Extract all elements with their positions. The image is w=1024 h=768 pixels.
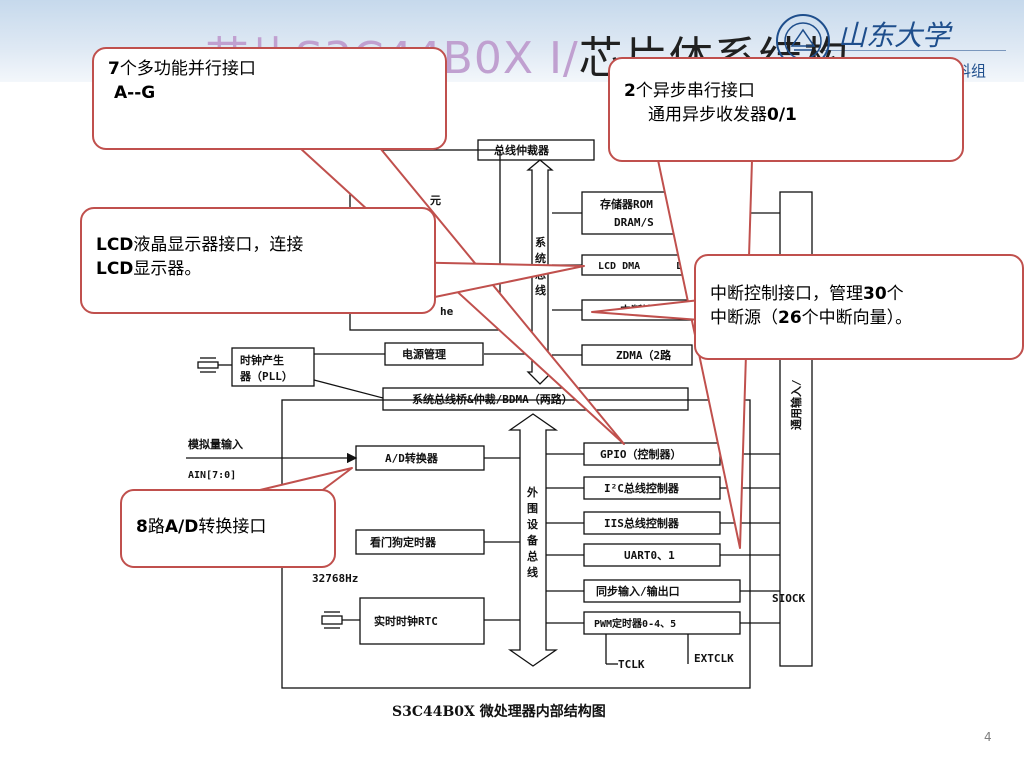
pwm-label: PWM定时器0-4、5 xyxy=(594,617,676,630)
watchdog-label: 看门狗定时器 xyxy=(370,535,437,549)
memory-label: 存储器ROM xyxy=(600,197,653,211)
clock-gen-label-2: 器（PLL） xyxy=(239,370,293,383)
tclk-label: TCLK xyxy=(618,658,645,671)
extclk-label: EXTCLK xyxy=(694,652,734,665)
peripheral-bus-char-3: 设 xyxy=(527,517,539,531)
adc-label: A/D转换器 xyxy=(385,451,439,465)
peripheral-bus-char-5: 总 xyxy=(527,549,538,563)
callout-serial-ports: 2个异步串行接口 通用异步收发器0/1 xyxy=(608,57,964,162)
system-bus-char-2: 统 xyxy=(535,251,546,265)
bridge-label: 系统总线桥&仲裁/BDMA（两路） xyxy=(412,392,573,406)
diagram-caption: S3C44B0X 微处理器内部结构图 xyxy=(392,703,606,720)
callout-adc-pointer xyxy=(259,467,353,493)
zdma-label: ZDMA（2路 xyxy=(616,348,672,362)
cache-label: he xyxy=(440,305,454,318)
gpio-label: GPIO（控制器） xyxy=(600,447,682,461)
bus-arbiter-box xyxy=(477,139,595,161)
gpio-io-column xyxy=(779,191,813,667)
memory-label-2: DRAM/S xyxy=(614,216,654,229)
rtc-label: 实时时钟RTC xyxy=(374,614,438,628)
peripheral-bus-char-1: 外 xyxy=(526,485,538,499)
analog-input-label: 模拟量输入 xyxy=(188,437,243,451)
lcd-l-label: L xyxy=(676,261,682,272)
siock-label: SIOCK xyxy=(772,592,805,605)
header-divider xyxy=(818,50,1006,51)
iis-label: IIS总线控制器 xyxy=(604,516,680,530)
bridge-box xyxy=(382,387,689,411)
peripheral-bus-char-6: 线 xyxy=(527,565,538,579)
peripheral-bus-char-2: 围 xyxy=(527,502,538,515)
system-bus-char-4: 线 xyxy=(535,283,546,297)
university-logo-text: 山东大学 xyxy=(838,19,951,52)
callout-lcd-pointer xyxy=(395,261,585,299)
page-number: 4 xyxy=(984,730,992,744)
callout-interrupt-pointer xyxy=(591,299,701,321)
callout-interrupt-controller: 中断控制接口，管理30个 中断源（26个中断向量）。 xyxy=(694,254,1024,360)
sync-io-label: 同步输入/输出口 xyxy=(596,584,680,598)
ain-label: AIN[7:0] xyxy=(188,470,236,481)
power-label: 电源管理 xyxy=(402,347,446,361)
rtc-box xyxy=(359,597,485,645)
clock-gen-label-1: 时钟产生 xyxy=(240,353,284,367)
bus-arbiter-label: 总线仲裁器 xyxy=(494,143,550,157)
callout-lcd-interface: LCD液晶显示器接口，连接 LCD显示器。 xyxy=(80,207,436,314)
clock-gen-box xyxy=(231,347,315,387)
system-bus-char-1: 系 xyxy=(535,235,546,249)
element-label: 元 xyxy=(430,194,441,207)
peripheral-bus-arrow xyxy=(507,413,559,667)
peripheral-bus-char-4: 备 xyxy=(526,533,539,547)
uart-label: UART0、1 xyxy=(624,549,675,562)
crystal-label: 32768Hz xyxy=(312,572,358,585)
lcd-dma-label: LCD DMA xyxy=(598,261,640,272)
gpio-io-label: 通用输入/ xyxy=(789,379,803,430)
callout-adc-interface: 8路A/D转换接口 xyxy=(120,489,336,568)
callout-parallel-ports: 7个多功能并行接口 A--G xyxy=(92,47,447,150)
i2c-label: I²C总线控制器 xyxy=(604,481,680,495)
